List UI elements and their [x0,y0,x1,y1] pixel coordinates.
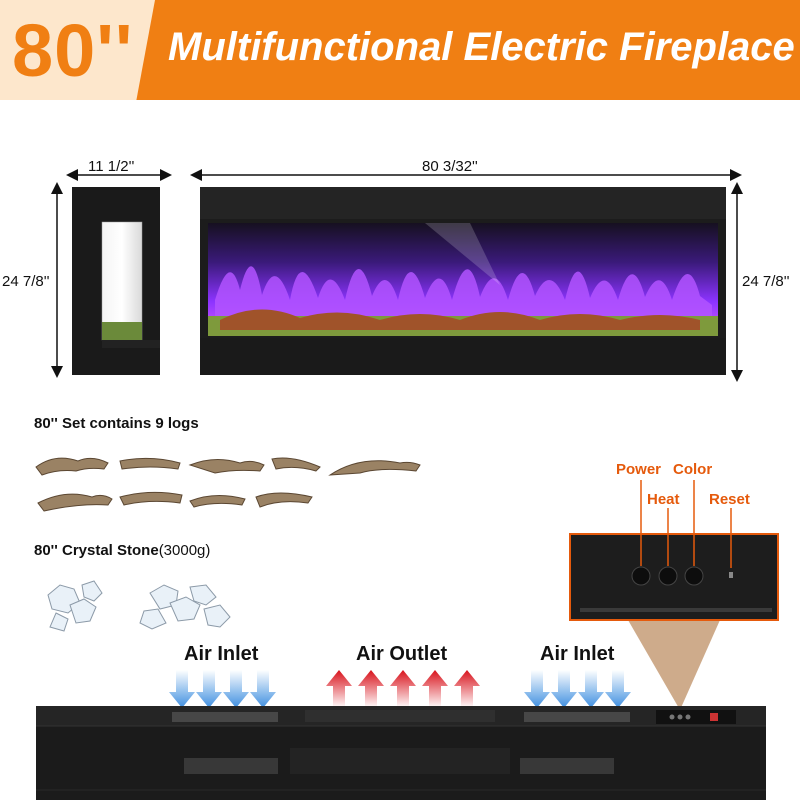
control-panel-zoom [569,480,779,710]
reset-button [729,572,733,578]
log-7 [119,491,183,506]
air-inlet-right-label: Air Inlet [540,643,615,665]
air-inlet-left-label: Air Inlet [184,643,259,665]
front-width-label: 80 3/32'' [422,158,478,175]
log-5 [328,460,421,476]
side-width-label: 11 1/2'' [88,158,135,175]
outlet-arrows [326,670,480,708]
size-badge-label: 80'' [12,9,134,92]
product-title: Multifunctional Electric Fireplace [168,25,795,69]
side-view [72,187,160,375]
log-9 [255,492,313,508]
power-button [631,566,651,586]
height-left-label: 24 7/8'' [2,273,50,290]
stones-title: 80'' Crystal Stone(3000g) [34,542,211,559]
reset-label: Reset [709,491,750,508]
crystal-stones-illustration [47,580,231,632]
color-label: Color [673,461,713,478]
dimension-diagram [51,169,743,382]
air-outlet-label: Air Outlet [356,643,448,665]
color-button [684,566,704,586]
height-right-label: 24 7/8'' [742,273,790,290]
logs-illustration [35,457,421,512]
power-label: Power [616,461,662,478]
inlet-arrows-right [524,670,631,708]
front-view [200,187,726,375]
heat-label: Heat [647,491,680,508]
logs-title: 80'' Set contains 9 logs [34,415,199,432]
airflow-diagram [36,670,766,800]
log-8 [189,495,246,508]
log-6 [37,493,113,512]
log-4 [271,457,321,472]
inlet-arrows-left [169,670,276,708]
log-1 [35,457,109,476]
log-2 [119,457,181,470]
log-3 [188,459,265,474]
heat-button [658,566,678,586]
size-badge: 80'' [0,0,155,100]
